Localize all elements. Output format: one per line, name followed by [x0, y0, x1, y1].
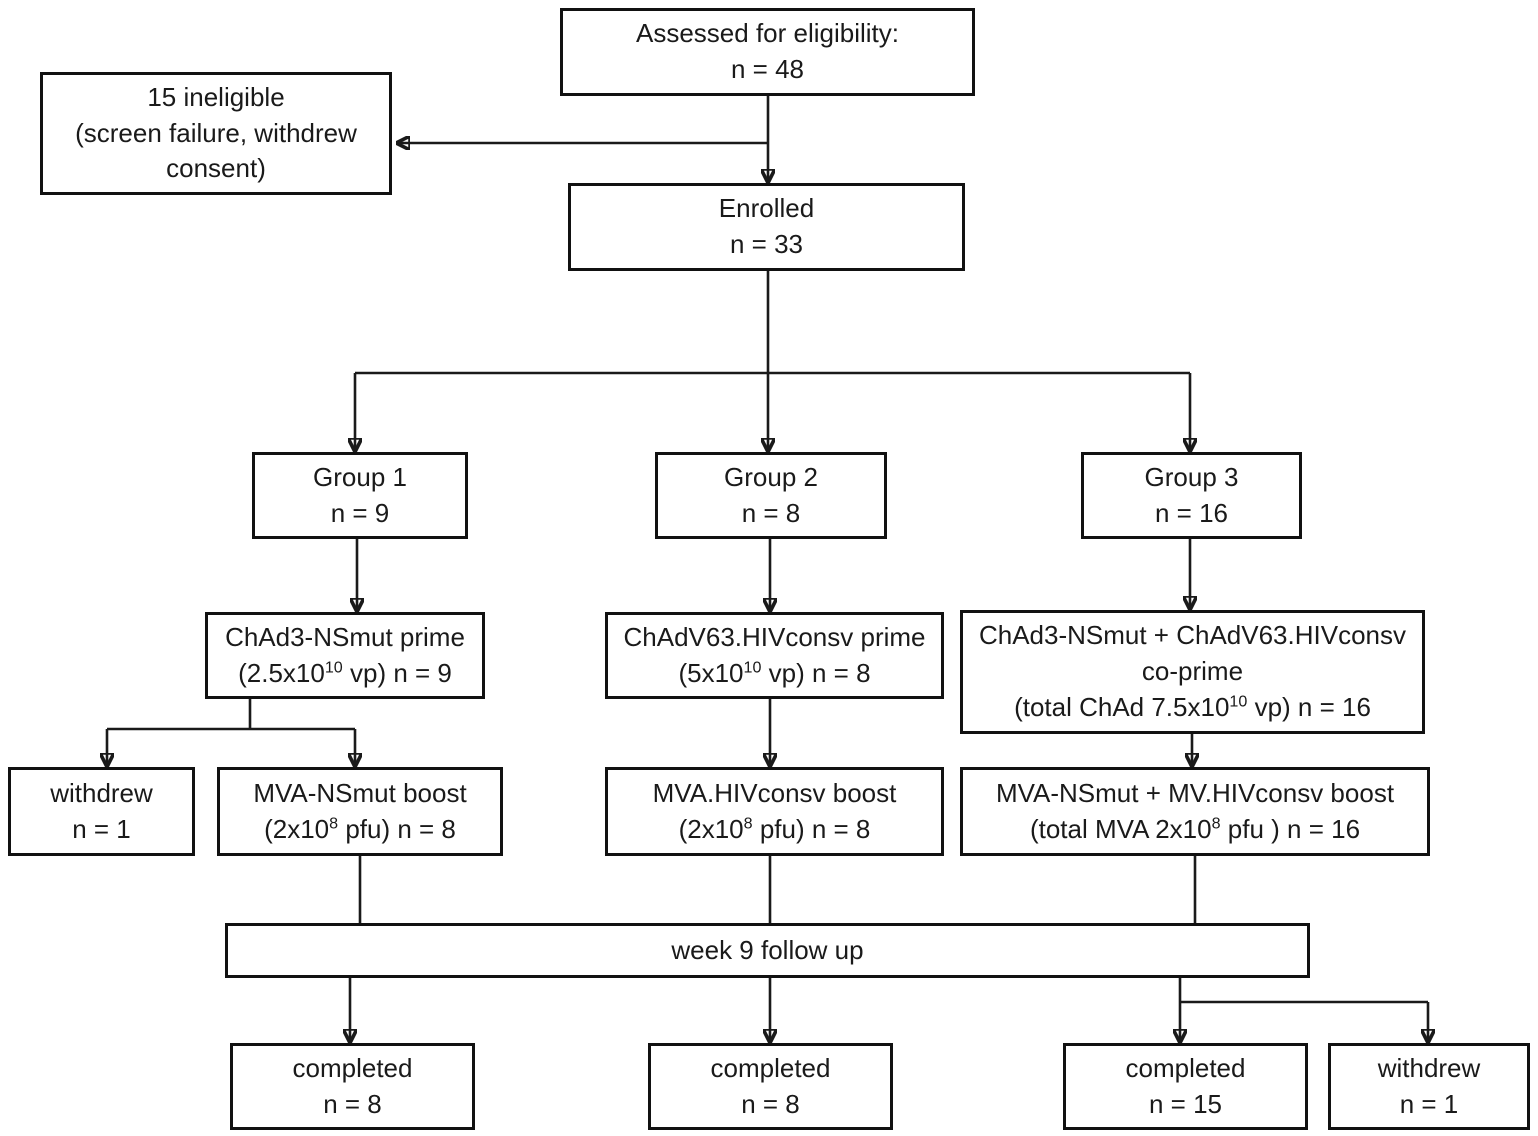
node-text-line: MVA-NSmut + MV.HIVconsv boost — [995, 777, 1395, 808]
node-text-line: Group 3 — [1144, 461, 1239, 492]
node-ineligible: 15 ineligible (screen failure, withdrew co… — [40, 72, 392, 195]
node-text-line: (5x1010 vp) n = 8 — [678, 657, 871, 688]
node-text-line: week 9 follow up — [671, 934, 864, 965]
node-text-line: co-prime — [1141, 656, 1244, 687]
node-mva-nsmut-boost: MVA-NSmut boost (2x108 pfu) n = 8 — [217, 767, 503, 856]
node-week-9-follow-up: week 9 follow up — [225, 923, 1310, 978]
node-completed-group1: completed n = 8 — [230, 1043, 475, 1130]
node-text-line: withdrew — [50, 777, 153, 808]
node-text-line: completed — [292, 1052, 413, 1083]
node-text-line: n = 1 — [72, 813, 131, 844]
node-withdrew-group3: withdrew n = 1 — [1328, 1043, 1530, 1130]
node-text-line: Enrolled — [718, 193, 815, 224]
node-text-line: Assessed for eligibility: — [636, 18, 899, 49]
node-text-line: (total ChAd 7.5x1010 vp) n = 16 — [1014, 691, 1371, 722]
node-text-line: Group 1 — [313, 461, 407, 492]
node-text-line: (2.5x1010 vp) n = 9 — [238, 657, 452, 688]
node-text-line: completed — [1125, 1052, 1246, 1083]
node-text-line: ChAd3-NSmut + ChAdV63.HIVconsv — [978, 620, 1407, 651]
node-text-line: n = 15 — [1148, 1088, 1222, 1119]
node-text-line: n = 48 — [730, 54, 804, 84]
node-text-line: n = 16 — [1154, 497, 1228, 528]
node-text-line: (total MVA 2x108 pfu ) n = 16 — [1029, 813, 1361, 844]
node-text-line: consent) — [166, 153, 266, 184]
node-text-line: (2x108 pfu) n = 8 — [264, 813, 456, 844]
node-withdrew-group1: withdrew n = 1 — [8, 767, 195, 856]
node-mva-hivconsv-boost: MVA.HIVconsv boost (2x108 pfu) n = 8 — [605, 767, 944, 856]
node-text-line: MVA-NSmut boost — [253, 777, 467, 808]
node-text-line: completed — [710, 1052, 831, 1083]
node-text-line: n = 8 — [323, 1088, 382, 1119]
node-co-boost: MVA-NSmut + MV.HIVconsv boost (total MVA … — [960, 767, 1430, 856]
node-completed-group2: completed n = 8 — [648, 1043, 893, 1130]
node-text-line: n = 1 — [1399, 1088, 1459, 1119]
node-text-line: withdrew — [1377, 1052, 1481, 1083]
node-co-prime: ChAd3-NSmut + ChAdV63.HIVconsv co-prime (t… — [960, 610, 1425, 734]
node-chad3-nsmut-prime: ChAd3-NSmut prime (2.5x1010 vp) n = 9 — [205, 612, 485, 699]
node-text-line: n = 8 — [741, 497, 801, 528]
node-text-line: n = 8 — [741, 1088, 800, 1119]
node-text-line: ChAd3-NSmut prime — [225, 621, 465, 652]
node-text-line: Group 2 — [724, 461, 818, 492]
node-text-line: (screen failure, withdrew — [75, 117, 357, 148]
node-text-line: n = 33 — [729, 229, 803, 259]
node-group-1: Group 1 n = 9 — [252, 452, 468, 539]
node-completed-group3: completed n = 15 — [1063, 1043, 1308, 1130]
node-chadv63-hivconsv-prime: ChAdV63.HIVconsv prime (5x1010 vp) n = 8 — [605, 612, 944, 699]
node-assessed-for-eligibility: Assessed for eligibility: n = 48 — [560, 8, 975, 96]
node-group-3: Group 3 n = 16 — [1081, 452, 1302, 539]
node-text-line: ChAdV63.HIVconsv prime — [623, 621, 926, 652]
node-text-line: n = 9 — [330, 497, 390, 528]
node-text-line: (2x108 pfu) n = 8 — [678, 813, 871, 844]
node-group-2: Group 2 n = 8 — [655, 452, 887, 539]
node-text-line: 15 ineligible — [147, 81, 285, 112]
node-enrolled: Enrolled n = 33 — [568, 183, 965, 271]
node-text-line: MVA.HIVconsv boost — [652, 777, 897, 808]
